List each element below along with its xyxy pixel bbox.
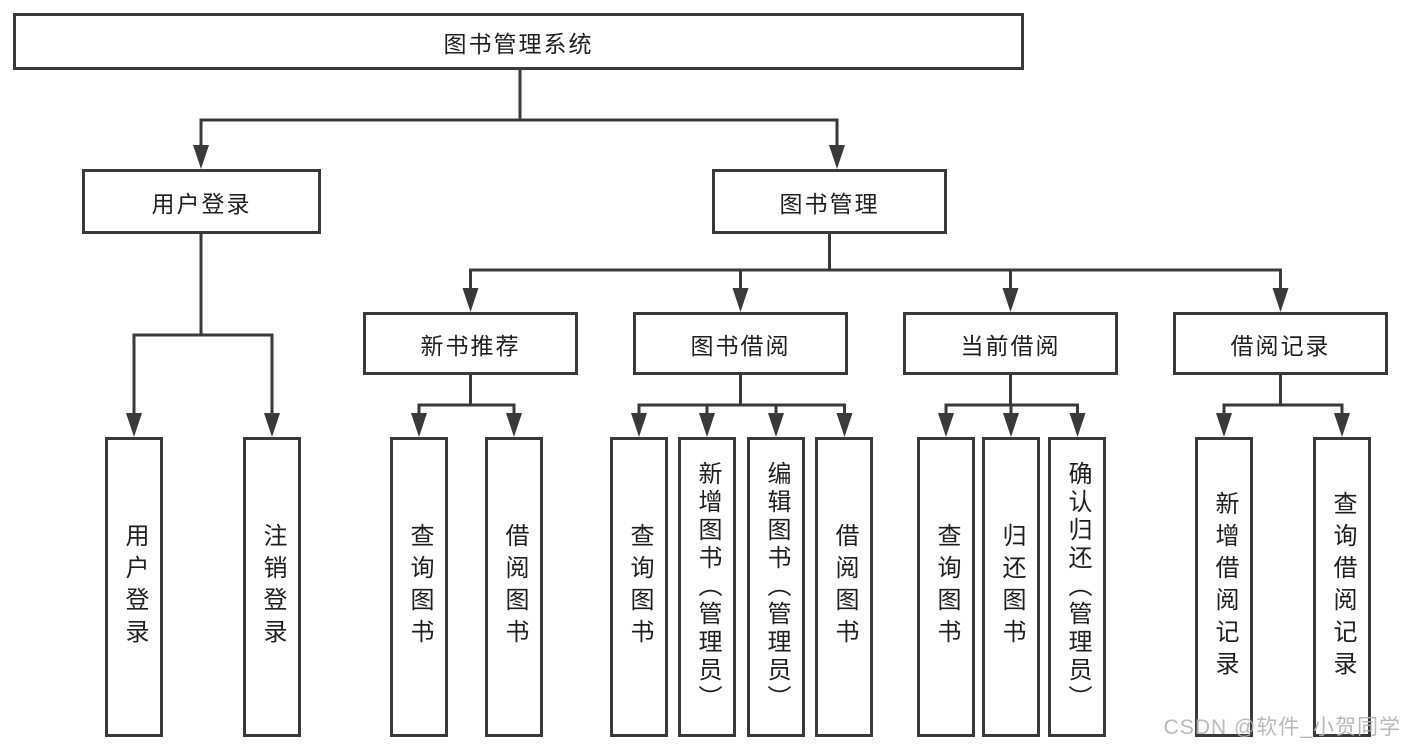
node-label: 查询图书 [406, 523, 433, 651]
leaf-edit-book-admin: 编辑图书（管理员） [747, 437, 805, 737]
leaf-confirm-return-admin: 确认归还（管理员） [1048, 437, 1106, 737]
node-label: 查询图书 [933, 523, 960, 651]
node-label: 注销登录 [259, 523, 286, 651]
leaf-query-book: 查询图书 [917, 437, 975, 737]
node-book-management: 图书管理 [712, 169, 947, 234]
node-label: 用户登录 [121, 523, 148, 651]
leaf-borrow-book: 借阅图书 [485, 437, 543, 737]
node-label: 确认归还（管理员） [1064, 461, 1091, 713]
leaf-borrow-book: 借阅图书 [815, 437, 873, 737]
leaf-logout: 注销登录 [243, 437, 301, 737]
node-label: 编辑图书（管理员） [763, 461, 790, 713]
leaf-query-book: 查询图书 [390, 437, 448, 737]
node-current-borrowing: 当前借阅 [903, 312, 1118, 375]
node-label: 归还图书 [998, 523, 1025, 651]
leaf-add-borrow-record: 新增借阅记录 [1195, 437, 1253, 737]
node-label: 图书借阅 [690, 332, 791, 359]
node-label: 图书管理系统 [443, 30, 594, 57]
leaf-return-book: 归还图书 [982, 437, 1040, 737]
leaf-query-book: 查询图书 [610, 437, 668, 737]
leaf-user-login: 用户登录 [105, 437, 163, 737]
node-label: 当前借阅 [960, 332, 1061, 359]
node-label: 新增图书（管理员） [694, 461, 721, 713]
node-label: 查询借阅记录 [1329, 491, 1356, 683]
arrowhead-icons [126, 145, 1350, 437]
node-user-login: 用户登录 [82, 169, 321, 234]
node-root: 图书管理系统 [13, 13, 1024, 70]
node-label: 新增借阅记录 [1211, 491, 1238, 683]
node-label: 查询图书 [626, 523, 653, 651]
node-new-book-recommend: 新书推荐 [363, 312, 578, 375]
connector-lines [132, 70, 1344, 420]
node-label: 用户登录 [151, 190, 252, 217]
node-label: 借阅图书 [501, 523, 528, 651]
node-label: 新书推荐 [420, 332, 521, 359]
leaf-query-borrow-record: 查询借阅记录 [1313, 437, 1371, 737]
node-book-borrowing: 图书借阅 [633, 312, 848, 375]
node-label: 借阅图书 [831, 523, 858, 651]
leaf-add-book-admin: 新增图书（管理员） [678, 437, 736, 737]
node-label: 借阅记录 [1230, 332, 1331, 359]
node-borrowing-records: 借阅记录 [1173, 312, 1388, 375]
watermark: CSDN @软件_小贺同学 [1163, 716, 1401, 739]
node-label: 图书管理 [779, 190, 880, 217]
